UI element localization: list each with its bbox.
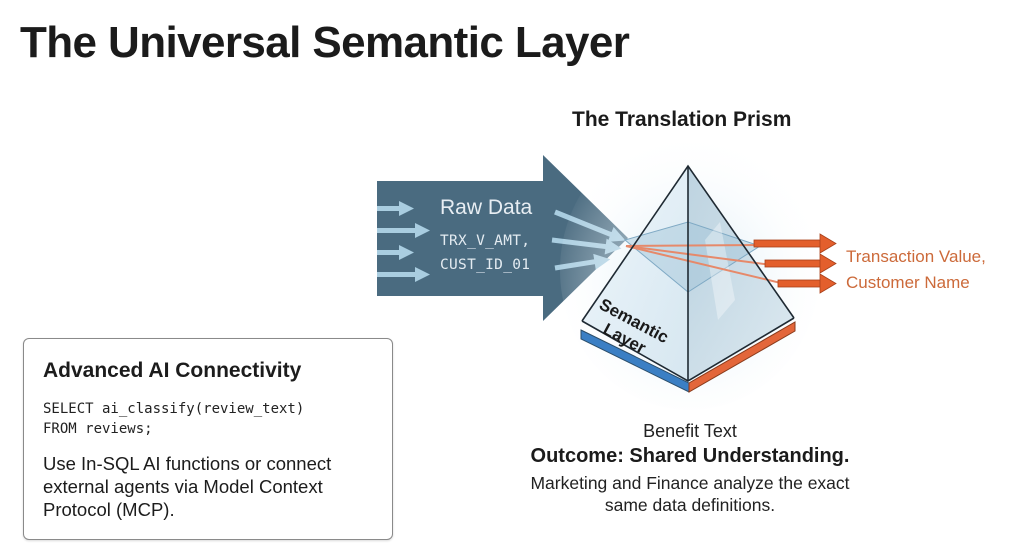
refracted-rays bbox=[625, 244, 786, 285]
benefit-description-line: same data definitions. bbox=[604, 495, 776, 515]
raw-field-cust: CUST_ID_01 bbox=[440, 257, 531, 273]
incoming-arrow-icon bbox=[377, 223, 430, 238]
incoming-arrow-icon bbox=[377, 245, 414, 260]
output-arrow-icon bbox=[777, 273, 837, 294]
prism-title: The Translation Prism bbox=[572, 108, 792, 131]
prism-face-left bbox=[582, 166, 688, 381]
incoming-arrows bbox=[377, 201, 430, 282]
benefit-description: Marketing and Finance analyze the exact … bbox=[470, 472, 910, 516]
raw-field-trx: TRX_V_AMT, bbox=[440, 233, 531, 249]
benefit-heading: Outcome: Shared Understanding. bbox=[530, 445, 850, 467]
page-title: The Universal Semantic Layer bbox=[20, 18, 630, 67]
incoming-arrow-icon bbox=[377, 201, 414, 216]
incoming-arrow-icon bbox=[377, 267, 430, 282]
prism-edges bbox=[581, 164, 795, 382]
benefit-description-line: Marketing and Finance analyze the exact bbox=[530, 473, 850, 493]
output-arrow-icon bbox=[753, 233, 837, 254]
ai-connectivity-card: Advanced AI Connectivity SELECT ai_class… bbox=[23, 338, 393, 540]
raw-data-label: Raw Data bbox=[440, 196, 533, 219]
sql-code-snippet: SELECT ai_classify(review_text) FROM rev… bbox=[43, 401, 305, 437]
prism-base-right bbox=[688, 321, 796, 393]
output-arrow-icon bbox=[764, 253, 837, 274]
card-title: Advanced AI Connectivity bbox=[43, 359, 302, 382]
card-description: Use In-SQL AI functions or connect exter… bbox=[43, 453, 332, 520]
output-line: Transaction Value, bbox=[846, 247, 986, 266]
output-line: Customer Name bbox=[846, 273, 970, 292]
benefit-section: Benefit Text Outcome: Shared Understandi… bbox=[470, 420, 910, 516]
benefit-label: Benefit Text bbox=[643, 421, 737, 441]
output-arrows bbox=[753, 233, 837, 294]
output-text: Transaction Value, Customer Name bbox=[846, 244, 986, 296]
